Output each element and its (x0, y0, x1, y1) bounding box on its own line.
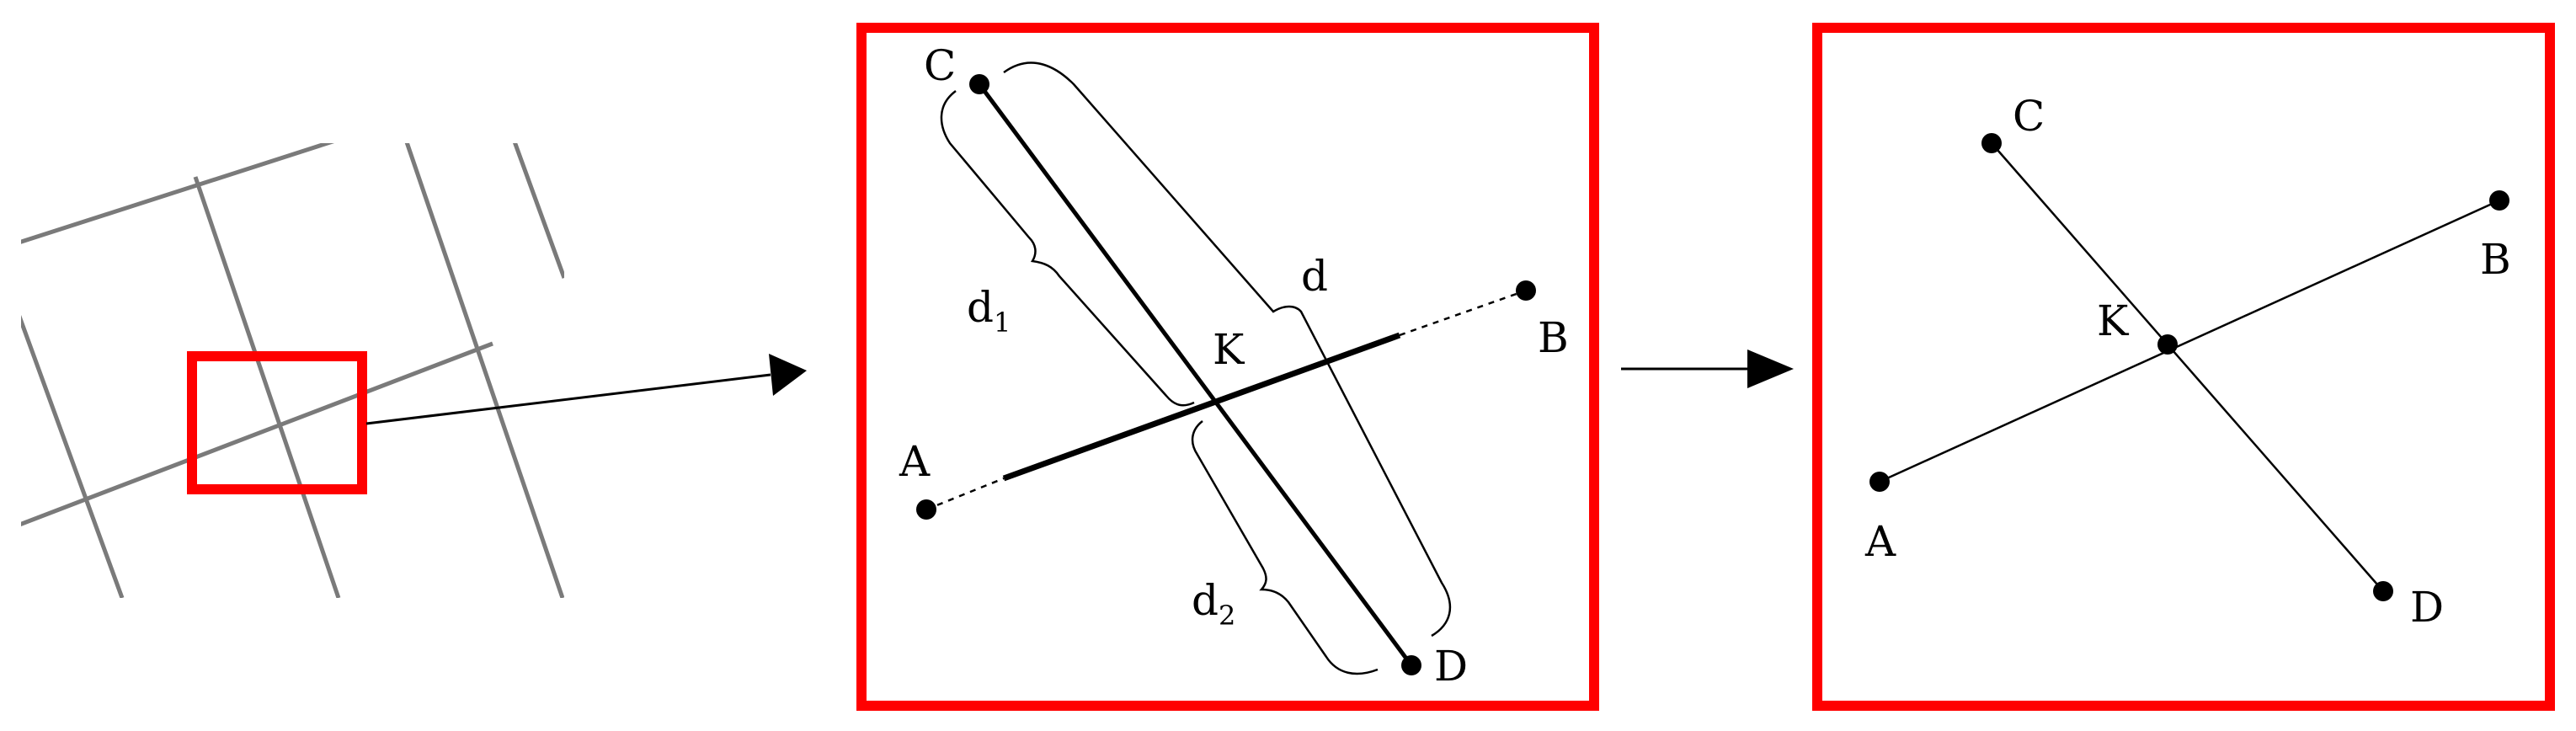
label-c: C (924, 41, 956, 90)
detail-diagram: C D A B K d d1 d2 (899, 41, 1569, 691)
label-b: B (1538, 313, 1569, 362)
label-a: A (899, 437, 931, 486)
point-k (2157, 334, 2178, 355)
road-ab-dashed-right (1399, 289, 1527, 337)
road-grid-panel (21, 143, 564, 598)
label-d2: d2 (1192, 576, 1235, 632)
point-a (1869, 472, 1890, 492)
simplified-frame (1812, 23, 2555, 711)
label-d: D (2410, 583, 2444, 632)
label-b: B (2480, 235, 2511, 284)
label-k: K (2097, 296, 2130, 345)
detail-frame (856, 23, 1599, 711)
segment-ab (1879, 199, 2500, 483)
grid-road (404, 143, 564, 598)
brace-d1 (940, 89, 1195, 407)
label-d: d (1301, 252, 1328, 301)
brace-d2 (1191, 420, 1379, 675)
road-cd (977, 83, 1414, 667)
grid-road (512, 143, 564, 279)
brace-d (1003, 61, 1452, 638)
point-a (916, 499, 936, 520)
grid-road (193, 176, 341, 598)
road-ab-thick (1002, 332, 1401, 482)
zoom-highlight-box (187, 351, 367, 494)
point-c (1981, 133, 2002, 153)
label-d1: d1 (967, 283, 1011, 339)
simplified-diagram: A B C D K (1864, 92, 2511, 632)
zoom-connector-line (365, 373, 771, 425)
label-k: K (1213, 325, 1245, 374)
point-c (969, 74, 989, 94)
point-b (2489, 190, 2509, 211)
road-ab-dashed-left (925, 477, 1005, 511)
point-b (1516, 280, 1536, 301)
label-d1-base: d (967, 283, 994, 332)
label-d2-sub: 2 (1219, 600, 1235, 632)
grid-road (21, 341, 493, 526)
transform-arrow-head (1747, 349, 1794, 388)
label-d2-base: d (1192, 576, 1219, 625)
point-d (2373, 581, 2393, 601)
grid-road (21, 314, 125, 598)
label-d1-sub: 1 (994, 307, 1011, 339)
label-c: C (2013, 92, 2045, 141)
zoom-arrow-head (769, 354, 807, 396)
segment-cd (1991, 142, 2384, 592)
point-d (1401, 655, 1421, 675)
grid-road (21, 143, 335, 244)
label-a: A (1864, 517, 1896, 566)
label-d: D (1434, 642, 1468, 691)
